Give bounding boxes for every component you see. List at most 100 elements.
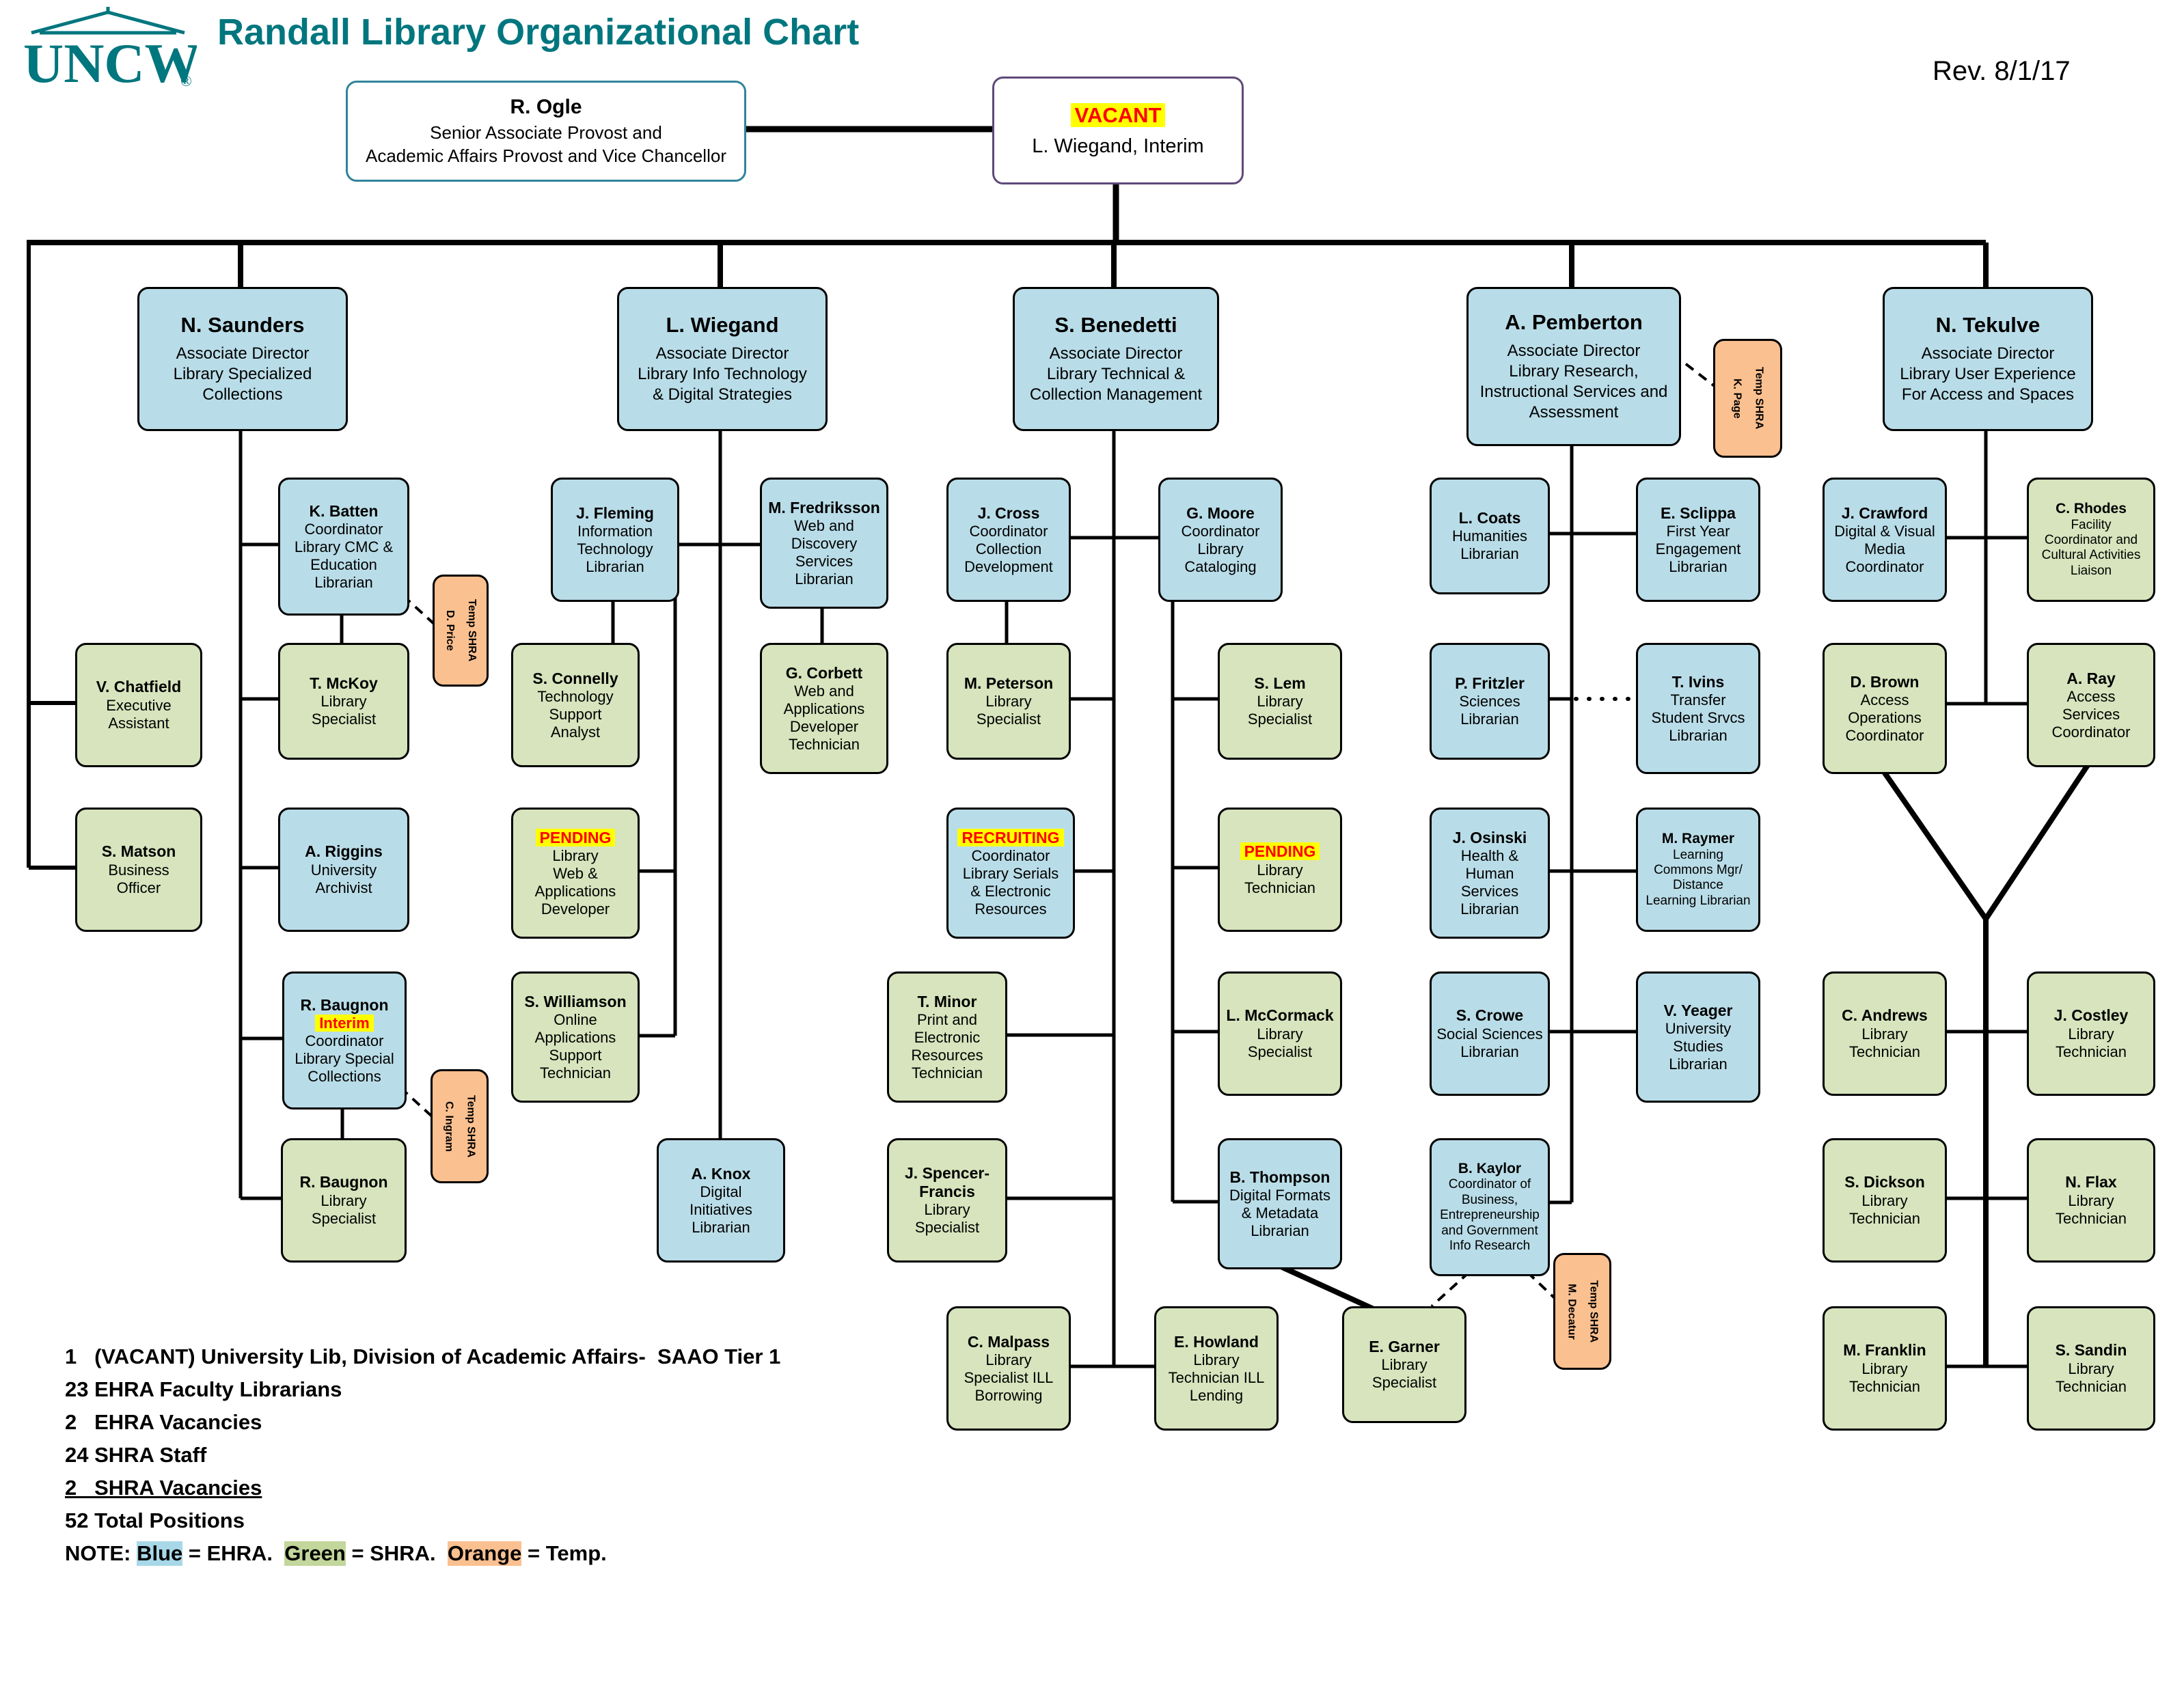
role-line: Librarian	[1251, 1222, 1309, 1239]
legend-swatch-label: Orange	[447, 1541, 522, 1566]
role-line: Technician	[1849, 1209, 1920, 1227]
role-line: Instructional Services and	[1479, 382, 1668, 401]
role-line: Specialist	[976, 711, 1041, 728]
note-text: 2 SHRA Vacancies	[65, 1476, 262, 1500]
role-line: Social Sciences	[1436, 1025, 1543, 1043]
role-line: Library	[320, 693, 367, 711]
role-line: Support	[549, 1046, 602, 1064]
role-line: University	[1665, 1019, 1732, 1037]
person-name: B. Kaylor	[1458, 1160, 1522, 1176]
role-line: Library	[1381, 1356, 1428, 1374]
person-name: J. Crawford	[1841, 504, 1928, 522]
role-line: Technician	[2056, 1043, 2127, 1060]
role-line: Student Srvcs	[1651, 708, 1745, 726]
role-line: Temp SHRA	[466, 599, 478, 662]
role-line: Librarian	[1669, 726, 1728, 744]
person-name: G. Moore	[1186, 504, 1255, 522]
role-line: Online	[554, 1010, 597, 1028]
role-line: Human	[1465, 864, 1514, 882]
role-line: & Electronic	[970, 882, 1051, 900]
role-line: Technician	[540, 1064, 611, 1081]
person-name: A. Riggins	[305, 842, 383, 861]
role-line: Specialist	[1371, 1374, 1437, 1392]
role-line: Library Special	[295, 1049, 394, 1067]
role-line: Humanities	[1451, 527, 1528, 545]
role-line: Commons Mgr/	[1654, 862, 1743, 877]
role-line: Electronic	[914, 1028, 981, 1046]
role-line: Resources	[974, 900, 1047, 918]
role-line: Cultural Activities	[2041, 548, 2141, 563]
role-line: Entrepreneurship	[1440, 1208, 1540, 1223]
note-text: = EHRA.	[182, 1541, 285, 1565]
person-name: N. Saunders	[180, 313, 305, 337]
role-line: Library	[1861, 1191, 1908, 1209]
person-name: B. Thompson	[1229, 1168, 1330, 1186]
role-line: Technician	[1849, 1377, 1920, 1395]
role-line: Web and	[794, 516, 854, 534]
role-line: Associate Director	[1507, 341, 1641, 360]
role-line: Borrowing	[974, 1386, 1043, 1404]
person-name: T. Minor	[917, 992, 977, 1010]
role-line: Collection	[975, 540, 1042, 557]
person-name: VACANT	[998, 102, 1238, 128]
person-name: S. Connelly	[532, 669, 618, 687]
note-line: 1 (VACANT) University Lib, Division of A…	[65, 1340, 780, 1373]
role-line: Collection Management	[1029, 385, 1203, 404]
role-line: Specialist	[1247, 1043, 1313, 1060]
person-name: L. McCormack	[1226, 1006, 1334, 1025]
role-line: Specialist	[311, 711, 377, 728]
role-line: Technician ILL	[1168, 1368, 1265, 1386]
note-text: NOTE:	[65, 1541, 137, 1565]
role-line: Academic Affairs Provost and Vice Chance…	[366, 145, 726, 166]
status-flag: Interim	[288, 1014, 401, 1032]
person-name: M. Raymer	[1661, 830, 1735, 846]
role-line: Liaison	[2070, 563, 2112, 578]
person-name: S. Matson	[101, 842, 176, 861]
role-line: Technician	[2056, 1377, 2127, 1395]
role-line: Cataloging	[1184, 557, 1257, 575]
role-line: Collections	[308, 1067, 381, 1085]
role-line: Collections	[202, 385, 283, 404]
legend-swatch-label: Green	[284, 1541, 346, 1566]
note-line: 2 SHRA Vacancies	[65, 1472, 780, 1504]
svg-text:®: ®	[180, 72, 192, 89]
person-name: A. Knox	[691, 1164, 751, 1183]
person-name: RECRUITING	[952, 828, 1069, 847]
person-name: G. Corbett	[785, 663, 863, 682]
role-line: Applications	[534, 882, 616, 900]
person-name: R. Baugnon	[300, 995, 389, 1014]
person-name: L. Wiegand	[666, 313, 779, 337]
person-name: J. Osinski	[1452, 828, 1527, 846]
person-name: C. Ingram	[443, 1101, 455, 1152]
role-line: Library	[1257, 861, 1303, 879]
role-line: Services	[2062, 705, 2120, 723]
role-line: Coordinator	[969, 522, 1048, 540]
person-name: R. Baugnon	[299, 1173, 388, 1191]
note-line: 52 Total Positions	[65, 1504, 780, 1537]
person-name: K. Page	[1731, 378, 1743, 419]
person-name: N. Flax	[2065, 1173, 2117, 1191]
role-line: & Metadata	[1241, 1204, 1319, 1222]
role-line: Assistant	[108, 714, 169, 732]
role-line: Studies	[1673, 1037, 1723, 1055]
role-line: & Digital Strategies	[652, 385, 793, 404]
